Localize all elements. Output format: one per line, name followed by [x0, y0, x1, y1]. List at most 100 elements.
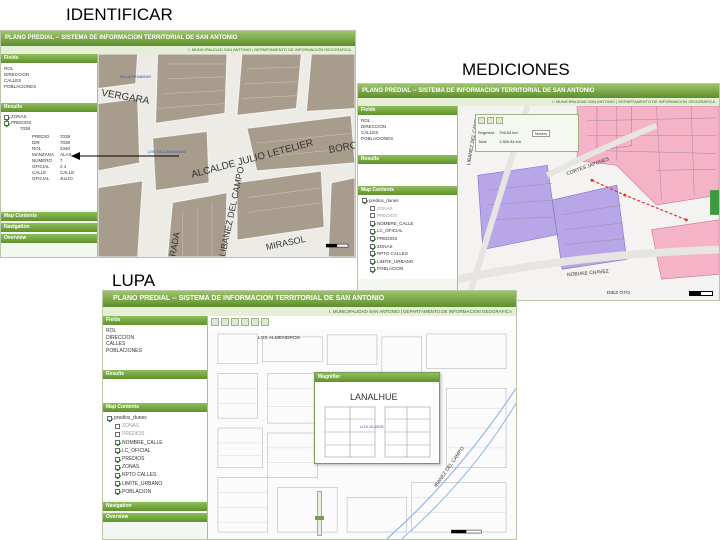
app-subtitle-bar: I. MUNICIPALIDAD SAN ANTONIO | DEPARTAME…: [1, 46, 355, 54]
pan-icon[interactable]: [231, 318, 239, 326]
street-label-rada: RADA: [168, 231, 182, 257]
legend-layer[interactable]: RPTO CALLES: [107, 471, 203, 479]
field-poblaciones[interactable]: POBLACIONES: [4, 84, 37, 89]
legend-root[interactable]: predios_dunes: [362, 197, 453, 205]
results-panel-header[interactable]: Results: [103, 370, 207, 379]
measure-segment-value: 708.60 km: [499, 130, 518, 135]
scale-bar: [451, 529, 482, 534]
legend-layer[interactable]: LC_OFICIAL: [107, 447, 203, 455]
field-rol[interactable]: ROL: [4, 66, 14, 71]
side-panel: Fields ROL DIRECCION CALLES POBLACIONES …: [103, 316, 208, 539]
navigation-panel-header[interactable]: Navigation: [1, 223, 97, 232]
legend-layer[interactable]: PREDIOS: [107, 455, 203, 463]
legend-root[interactable]: predios_dunes: [107, 414, 203, 422]
legend-panel-header[interactable]: Map Contents: [103, 403, 207, 412]
measure-toolbar: [478, 117, 576, 124]
legend-layer[interactable]: POBLACION: [107, 488, 203, 496]
measure-icon[interactable]: [251, 318, 259, 326]
results-panel-header[interactable]: Results: [358, 155, 457, 164]
zoom-out-icon[interactable]: [221, 318, 229, 326]
measure-total-label: Total: [478, 139, 487, 144]
magnifier-window[interactable]: Magnifier LANALHUE LOS OLMOS: [314, 372, 440, 464]
results-panel-header[interactable]: Results: [1, 103, 97, 112]
magnifier-sublabel: LOS OLMOS: [360, 424, 384, 429]
magnifier-screenshot: PLANO PREDIAL -- SISTEMA DE INFORMACION …: [102, 290, 517, 540]
scale-bar: [689, 291, 713, 296]
legend-layer[interactable]: LIMITE_URBANO: [362, 258, 453, 266]
legend-layer[interactable]: LIMITE_URBANO: [107, 480, 203, 488]
field-rol[interactable]: ROL: [361, 118, 371, 123]
magnifier-label: LANALHUE: [350, 392, 398, 402]
tree-item-zonas[interactable]: ZONAS: [4, 114, 94, 120]
overview-panel-header[interactable]: Overview: [103, 513, 207, 522]
legend-layer[interactable]: ZONAS: [107, 463, 203, 471]
fields-panel-header[interactable]: Fields: [103, 316, 207, 325]
measure-panel: Segment 708.60 km Meters Total 1,565.84 …: [475, 114, 579, 152]
measure-line-icon[interactable]: [478, 117, 485, 124]
measure-screenshot: PLANO PREDIAL -- SISTEMA DE INFORMACION …: [357, 83, 720, 301]
legend-panel: predios_dunes ZONAS PREDIOS NOMBRE_CALLE…: [358, 195, 457, 279]
field-rol[interactable]: ROL: [106, 328, 117, 334]
fields-panel: ROL DIRECCION CALLES POBLACIONES: [1, 63, 97, 103]
fields-panel: ROL DIRECCION CALLES POBLACIONES: [103, 325, 207, 370]
parcel-map[interactable]: ALCALDE JULIO LETELIER BORC LIBANEZ DEL …: [98, 54, 355, 257]
street-map[interactable]: LOS ALMENDROS IBANEZ DEL CAMPO: [208, 329, 516, 539]
fields-panel-header[interactable]: Fields: [1, 54, 97, 63]
identify-map[interactable]: ALCALDE JULIO LETELIER BORC LIBANEZ DEL …: [98, 54, 355, 257]
identify-icon[interactable]: [241, 318, 249, 326]
measure-clear-icon[interactable]: [496, 117, 503, 124]
measure-unit-select[interactable]: Meters: [532, 130, 551, 137]
magnifier-title[interactable]: Magnifier: [315, 373, 439, 382]
app-title: PLANO PREDIAL -- SISTEMA DE INFORMACION …: [113, 295, 385, 302]
magnifier-icon[interactable]: [261, 318, 269, 326]
legend-layer[interactable]: NOMBRE_CALLE: [107, 439, 203, 447]
app-subtitle: I. MUNICIPALIDAD SAN ANTONIO | DEPARTAME…: [188, 47, 351, 52]
zoom-slider[interactable]: [317, 491, 322, 536]
legend-layer[interactable]: PREDIOS: [362, 212, 453, 220]
field-calles[interactable]: CALLES: [361, 130, 379, 135]
legend-layer[interactable]: ZONAS: [107, 422, 203, 430]
app-title-bar: PLANO PREDIAL -- SISTEMA DE INFORMACION …: [358, 84, 719, 98]
navigation-panel-header[interactable]: Navigation: [103, 502, 207, 511]
app-subtitle-bar: I. MUNICIPALIDAD SAN ANTONIO | DEPARTAME…: [358, 98, 719, 106]
measure-segment-label: Segment: [478, 130, 495, 135]
legend-panel-header[interactable]: Map Contents: [358, 186, 457, 195]
legend-panel: predios_dunes ZONAS PREDIOS NOMBRE_CALLE…: [103, 412, 207, 500]
field-poblaciones[interactable]: POBLACIONES: [361, 136, 394, 141]
fields-panel-header[interactable]: Fields: [358, 106, 457, 115]
app-title-bar: PLANO PREDIAL -- SISTEMA DE INFORMACION …: [103, 291, 516, 307]
identify-screenshot: PLANO PREDIAL -- SISTEMA DE INFORMACION …: [0, 30, 356, 258]
app-subtitle: I. MUNICIPALIDAD SAN ANTONIO | DEPARTAME…: [552, 99, 715, 104]
legend-layer[interactable]: NOMBRE_CALLE: [362, 220, 453, 228]
side-panel: Fields ROL DIRECCION CALLES POBLACIONES …: [358, 106, 458, 300]
field-calles[interactable]: CALLES: [106, 341, 126, 347]
zone-map[interactable]: LIBANEZ DEL CAMPO NOBUKE CHAVEZ CORTES J…: [458, 106, 719, 300]
legend-layer[interactable]: ZONAS: [362, 205, 453, 213]
field-direccion[interactable]: DIRECCION: [361, 124, 387, 129]
zoom-slider-thumb[interactable]: [315, 516, 324, 520]
legend-layer[interactable]: ZONAS: [362, 243, 453, 251]
magnifier-map[interactable]: LOS ALMENDROS IBANEZ DEL CAMPO: [208, 329, 516, 539]
tree-item-predios[interactable]: PREDIOS: [4, 120, 94, 126]
legend-layer[interactable]: PREDIOS: [362, 235, 453, 243]
field-direccion[interactable]: DIRECCION: [4, 72, 30, 77]
fields-panel: ROL DIRECCION CALLES POBLACIONES: [358, 115, 457, 155]
field-calles[interactable]: CALLES: [4, 78, 22, 83]
overview-panel-header[interactable]: Overview: [1, 234, 97, 243]
legend-layer[interactable]: RPTO CALLES: [362, 250, 453, 258]
measure-total-value: 1,565.84 km: [499, 139, 522, 144]
zoom-in-icon[interactable]: [211, 318, 219, 326]
tree-item-7038[interactable]: 7038: [20, 126, 31, 131]
legend-panel-header[interactable]: Map Contents: [1, 212, 97, 221]
legend-layer[interactable]: PREDIOS: [107, 430, 203, 438]
field-poblaciones[interactable]: POBLACIONES: [106, 347, 142, 354]
measure-map[interactable]: LIBANEZ DEL CAMPO NOBUKE CHAVEZ CORTES J…: [458, 106, 719, 300]
results-panel: [358, 164, 457, 186]
measure-area-icon[interactable]: [487, 117, 494, 124]
measure-line: [590, 178, 688, 222]
legend-layer[interactable]: POBLACION: [362, 265, 453, 273]
legend-layer[interactable]: LC_OFICIAL: [362, 227, 453, 235]
field-direccion[interactable]: DIRECCION: [106, 334, 135, 341]
